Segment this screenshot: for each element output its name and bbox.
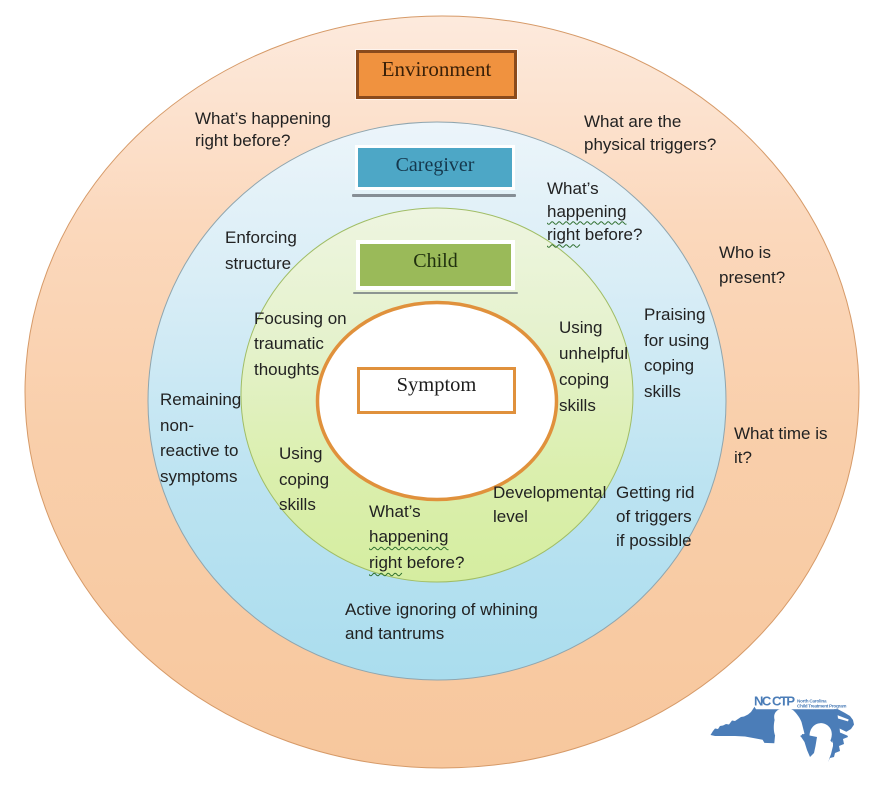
svg-text:NC CTP: NC CTP [754, 694, 795, 709]
svg-text:North Carolina: North Carolina [797, 698, 827, 703]
svg-text:Child Treatment Program: Child Treatment Program [797, 704, 847, 709]
